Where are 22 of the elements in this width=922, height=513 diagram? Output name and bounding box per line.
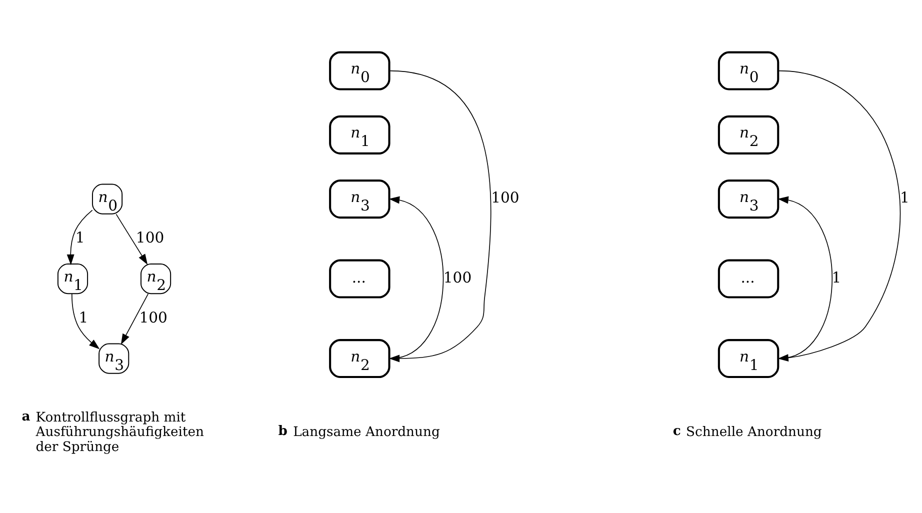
edge-label: 100 bbox=[491, 189, 520, 206]
edge-label: 100 bbox=[139, 308, 168, 326]
label: Kontrollflussgraph mit Ausführungshäufigkeiten der Sprünge bbox=[36, 410, 204, 454]
label: c bbox=[672, 424, 681, 439]
node-box: ... bbox=[718, 258, 780, 298]
edge-label: 100 bbox=[443, 268, 472, 286]
arrow bbox=[778, 196, 832, 358]
arrow bbox=[388, 196, 444, 358]
label: Schnelle Anordnung bbox=[686, 424, 822, 440]
edge-label: 1 bbox=[832, 268, 842, 286]
label: Langsame Anordnung bbox=[293, 424, 440, 440]
edge-label: 1 bbox=[78, 308, 88, 326]
arrow bbox=[66, 209, 93, 265]
edge-label: 1 bbox=[75, 229, 85, 246]
node-box: ... bbox=[329, 258, 390, 298]
arrow bbox=[120, 293, 148, 344]
arrow bbox=[71, 292, 100, 349]
edge-label: 100 bbox=[136, 229, 164, 246]
edge-label: 1 bbox=[900, 189, 910, 206]
arrow bbox=[116, 213, 148, 264]
label: b bbox=[278, 424, 288, 439]
label: a bbox=[22, 408, 30, 424]
